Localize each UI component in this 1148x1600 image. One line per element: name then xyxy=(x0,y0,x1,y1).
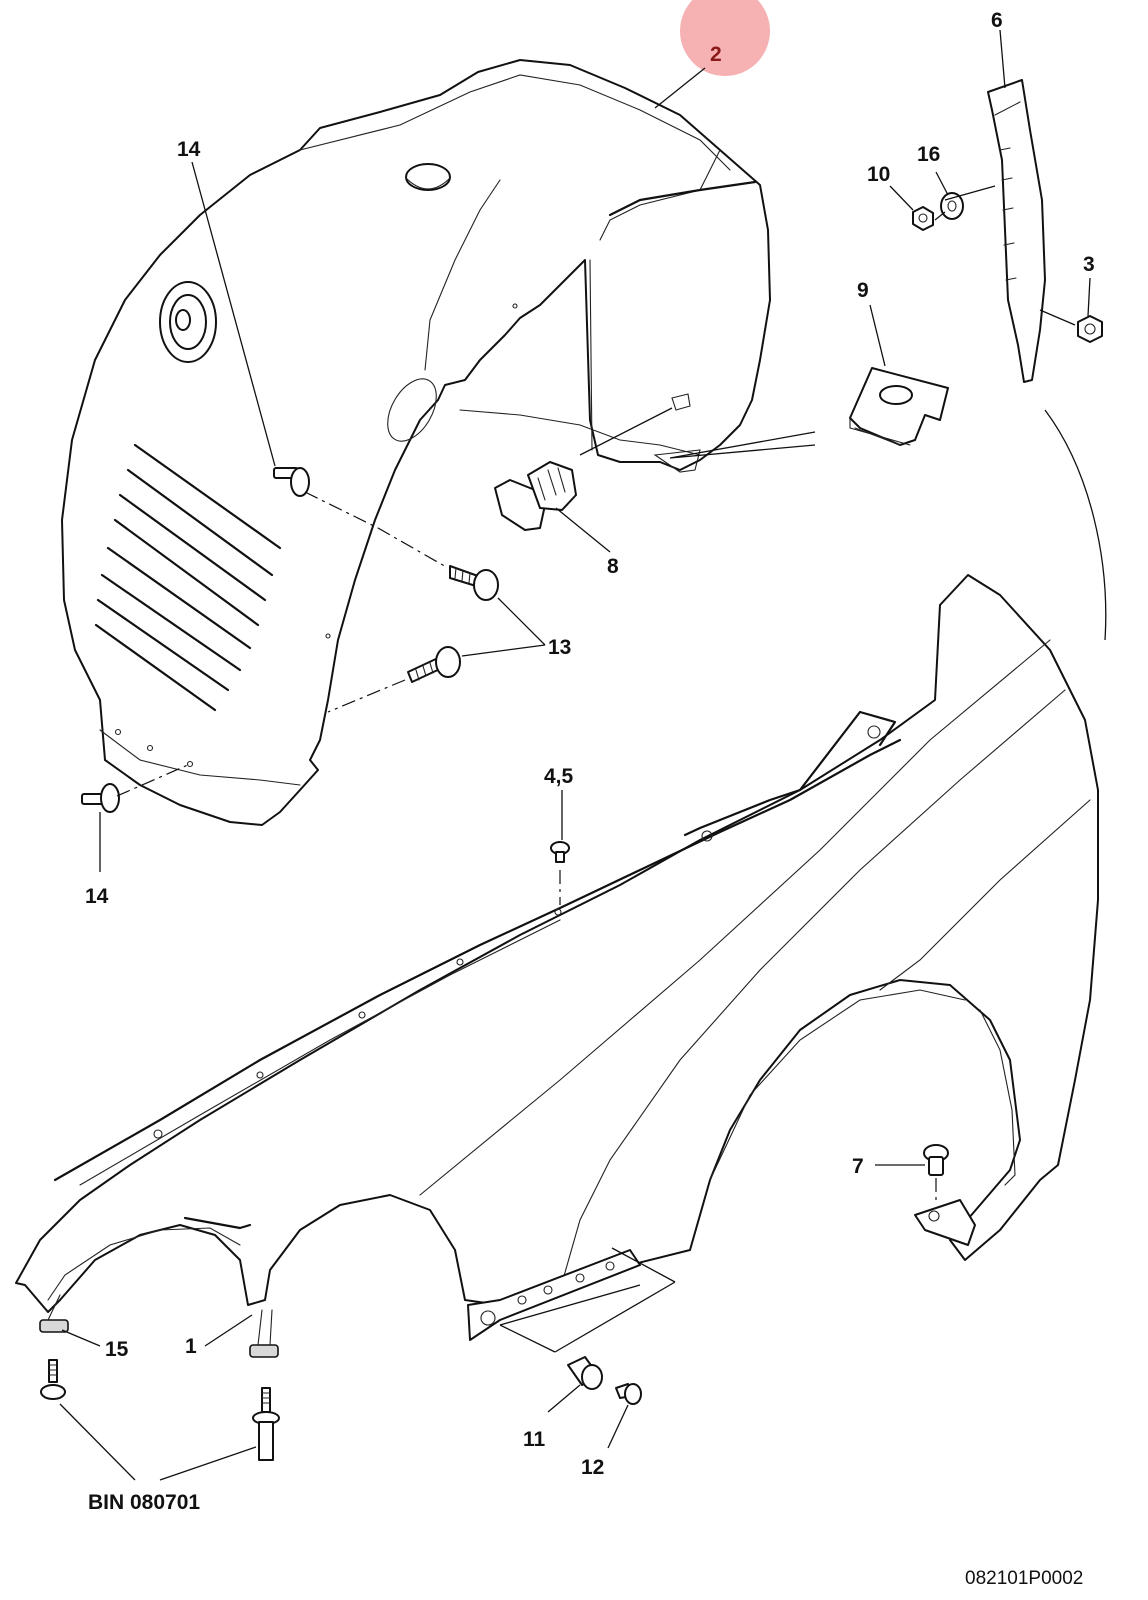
wheel-arch-liner xyxy=(61,59,771,826)
callout-15: 15 xyxy=(105,1338,129,1361)
callout-9: 9 xyxy=(857,279,869,302)
callout-8: 8 xyxy=(607,555,619,578)
rivet-12 xyxy=(615,1383,642,1405)
callout-16: 16 xyxy=(917,143,940,166)
clip-1 xyxy=(249,1309,279,1358)
callout-14-upper: 14 xyxy=(177,138,201,161)
callout-7: 7 xyxy=(852,1155,864,1178)
callout-12: 12 xyxy=(581,1456,604,1479)
callout-1: 1 xyxy=(185,1335,197,1358)
callout-3: 3 xyxy=(1083,253,1095,276)
bin-bolt-short xyxy=(40,1359,66,1400)
clip-15 xyxy=(39,1294,69,1333)
callout-6: 6 xyxy=(991,9,1003,32)
plug-connector xyxy=(494,461,577,531)
screw-4-5 xyxy=(550,841,570,863)
highlight-marker xyxy=(680,0,770,76)
callout-10: 10 xyxy=(867,163,890,186)
retaining-clip xyxy=(849,367,949,446)
nut-3 xyxy=(1077,315,1103,343)
screw-13-lower xyxy=(407,646,461,683)
screw-13-upper xyxy=(449,565,499,601)
drawing-reference: 082101P0002 xyxy=(965,1568,1083,1589)
clip-14-upper xyxy=(273,467,310,497)
callout-11: 11 xyxy=(523,1428,546,1451)
callout-2: 2 xyxy=(710,43,722,66)
rivet-11 xyxy=(567,1356,603,1390)
seal-strip xyxy=(987,79,1046,383)
callout-13: 13 xyxy=(548,636,571,659)
callout-14-lower: 14 xyxy=(85,885,109,908)
front-fender xyxy=(15,574,1099,1341)
callout-4-5: 4,5 xyxy=(544,765,574,788)
bolt-7 xyxy=(923,1144,949,1176)
nut-10 xyxy=(912,206,934,231)
washer-16 xyxy=(940,192,964,220)
clip-14-lower xyxy=(81,783,120,813)
bin-label: BIN 080701 xyxy=(88,1491,200,1514)
bin-bolt-long xyxy=(252,1387,280,1461)
